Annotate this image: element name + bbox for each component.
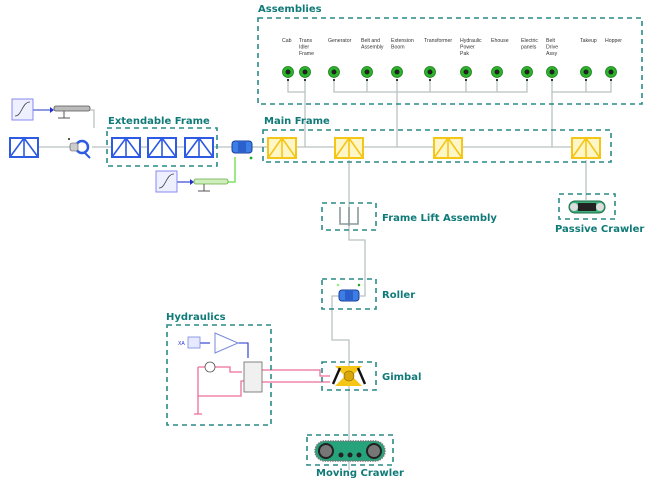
connector-core-icon [494, 69, 500, 75]
rigid-body-block-blue[interactable] [111, 136, 141, 158]
gimbal-group[interactable] [321, 361, 377, 391]
connector-port [496, 79, 498, 81]
assembly-transformer[interactable]: Transformer [424, 38, 452, 81]
gimbal-title: Gimbal [382, 372, 421, 383]
rigid-body-block-yellow[interactable] [334, 136, 364, 159]
connector-core-icon [463, 69, 469, 75]
rigid-body-block-blue[interactable] [184, 136, 214, 158]
assembly-label: Transformer [424, 38, 452, 44]
connector-core-icon [427, 69, 433, 75]
svg-text:XA: XA [178, 341, 185, 347]
hydraulics-title: Hydraulics [166, 312, 226, 323]
roller-title: Roller [382, 290, 415, 301]
assembly-label: Cab [282, 38, 292, 44]
connector-port [287, 79, 289, 81]
connector-core-icon [364, 69, 370, 75]
connector-core-icon [394, 69, 400, 75]
connector-port [551, 79, 553, 81]
assembly-takeup[interactable]: Takeup [580, 38, 597, 81]
extendable-frame-blocks [9, 136, 214, 158]
revolute-joint[interactable] [68, 138, 91, 159]
connector-port [610, 79, 612, 81]
roller-group[interactable] [321, 278, 377, 310]
roller-joint[interactable] [336, 283, 361, 302]
rigid-body-block-blue[interactable] [147, 136, 177, 158]
passive-crawler-group[interactable] [558, 193, 616, 220]
prismatic-actuator-bottom[interactable] [190, 178, 229, 192]
assembly-label: Hopper [605, 38, 622, 44]
passive-crawler-block[interactable] [568, 200, 606, 214]
connector-core-icon [583, 69, 589, 75]
connector-port [585, 79, 587, 81]
assembly-label: Takeup [580, 38, 597, 44]
connector-port [396, 79, 398, 81]
moving-crawler-block[interactable] [314, 440, 386, 462]
assemblies-frame[interactable] [257, 17, 643, 105]
moving-crawler-title: Moving Crawler [316, 468, 404, 479]
rigid-body-block-yellow[interactable] [571, 136, 601, 159]
connector-port [465, 79, 467, 81]
rigid-body-block-yellow[interactable] [267, 136, 297, 159]
connector-port [429, 79, 431, 81]
connector-core-icon [331, 69, 337, 75]
assembly-cab[interactable]: Cab [282, 38, 294, 81]
assembly-label: Ehouse [491, 38, 509, 44]
extendable-frame-title: Extendable Frame [108, 116, 210, 127]
assembly-generator[interactable]: Generator [328, 38, 352, 81]
frame-lift-block[interactable] [339, 207, 359, 226]
ramp-source-bottom[interactable] [155, 170, 178, 193]
connector-core-icon [524, 69, 530, 75]
assemblies-title: Assemblies [258, 4, 322, 15]
connector-port [366, 79, 368, 81]
connector-port [304, 79, 306, 81]
rigid-body-block-yellow[interactable] [433, 136, 463, 159]
connector-port [526, 79, 528, 81]
connector-core-icon [302, 69, 308, 75]
prismatic-actuator-top[interactable] [50, 105, 91, 119]
cylindrical-joint[interactable] [231, 140, 253, 160]
frame-lift-title: Frame Lift Assembly [382, 213, 497, 224]
frame-lift-group[interactable] [321, 202, 377, 231]
ramp-source-top[interactable] [11, 98, 34, 121]
extendable-frame-group[interactable] [106, 127, 218, 167]
assembly-label: Generator [328, 38, 352, 44]
rigid-body-block-blue[interactable] [9, 136, 39, 158]
main-frame-blocks [267, 136, 601, 159]
connector-core-icon [608, 69, 614, 75]
connector-port [333, 79, 335, 81]
connector-core-icon [549, 69, 555, 75]
hydraulics-group[interactable] [166, 324, 272, 426]
gimbal-block[interactable] [331, 366, 367, 386]
connector-core-icon [285, 69, 291, 75]
main-frame-group[interactable] [262, 129, 612, 163]
moving-crawler-group[interactable] [306, 434, 394, 466]
assembly-ehouse[interactable]: Ehouse [491, 38, 509, 81]
hydraulic-components[interactable]: XA [178, 332, 263, 415]
passive-crawler-title: Passive Crawler [555, 224, 644, 235]
assembly-hopper[interactable]: Hopper [605, 38, 622, 81]
main-frame-title: Main Frame [264, 116, 330, 127]
